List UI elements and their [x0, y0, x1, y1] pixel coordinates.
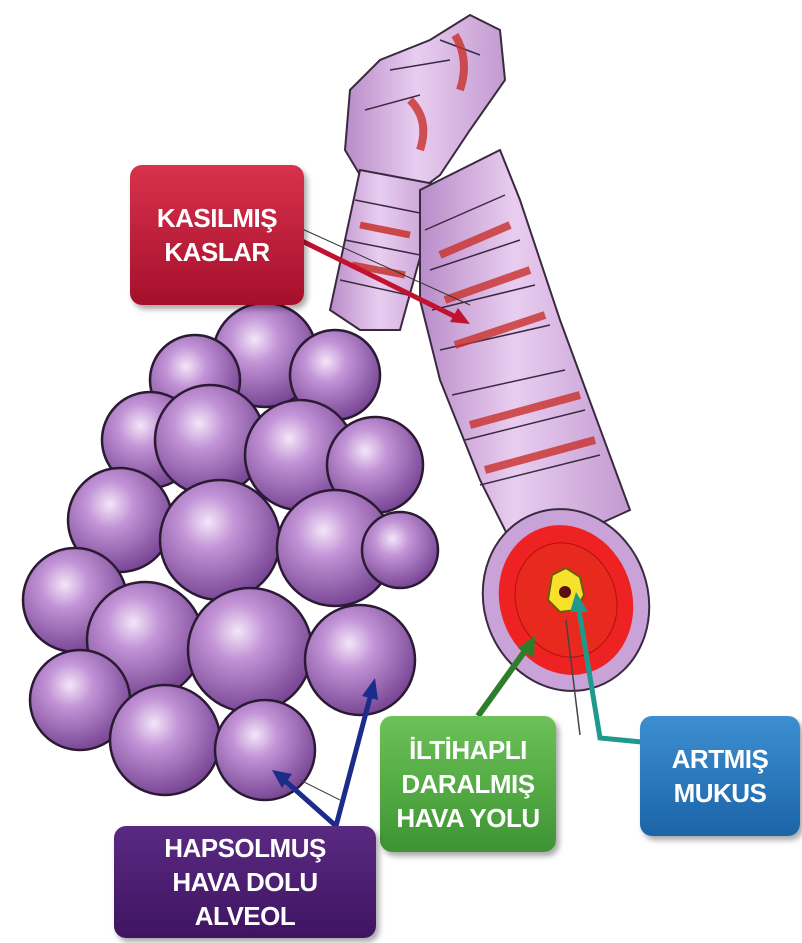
label-contracted-muscles: KASILMIŞ KASLAR	[130, 165, 304, 305]
label-trapped-alveoli: HAPSOLMUŞ HAVA DOLU ALVEOL	[114, 826, 376, 938]
airway-cross-section	[457, 486, 674, 715]
label-inflamed-airway: İLTİHAPLI DARALMIŞ HAVA YOLU	[380, 716, 556, 852]
alveoli-cluster	[23, 303, 438, 800]
label-increased-mucus: ARTMIŞ MUKUS	[640, 716, 800, 836]
bronchus-main	[420, 150, 630, 560]
